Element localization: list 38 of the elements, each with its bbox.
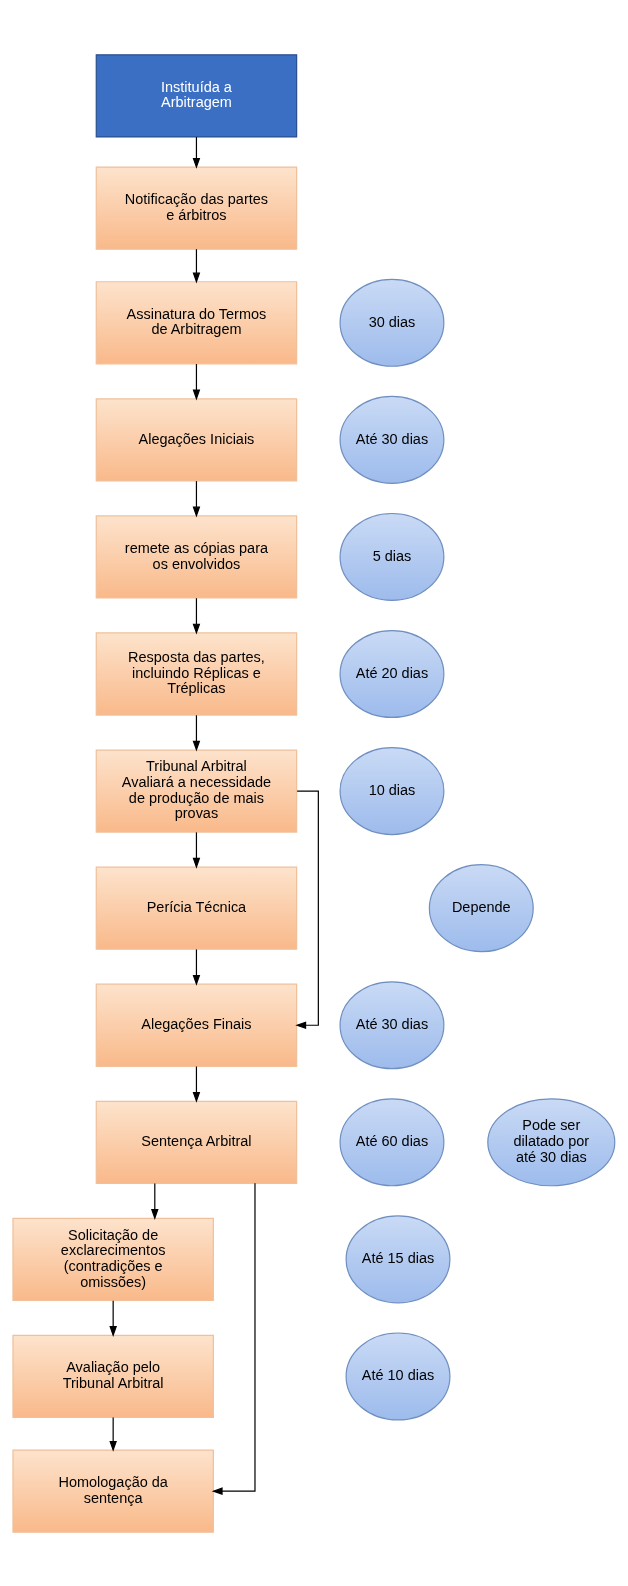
node-box: Instituída a Arbitragem [95,53,298,137]
arrow [192,248,201,283]
node-box: Avaliação pelo Tribunal Arbitral [12,1334,214,1418]
node-ellipse: Até 15 dias [345,1214,451,1303]
arrow [211,1182,256,1495]
node-ellipse: Até 30 dias [339,980,445,1069]
node-ellipse: Pode ser dilatado por até 30 dias [487,1097,616,1186]
node-ellipse: Até 10 dias [345,1331,451,1421]
arrow [109,1299,117,1337]
arrow [192,362,201,400]
arrow [295,790,319,1029]
node-box: Assinatura do Termos de Arbitragem [95,280,298,364]
node-box: Sentença Arbitral [95,1100,298,1184]
node-box: Resposta das partes, incluindo Réplicas e Tréplicas [95,631,298,716]
node-box: Alegações Finais [95,983,298,1067]
node-ellipse: Até 30 dias [339,395,445,484]
node-ellipse: Até 20 dias [339,629,445,718]
node-ellipse: 5 dias [339,512,445,601]
arrow [109,1416,117,1452]
node-box: Tribunal Arbitral Avaliará a necessidade de produção de mais provas [95,748,298,833]
node-ellipse: 10 dias [339,746,445,835]
node-box: Perícia Técnica [95,866,298,950]
arrow [151,1182,159,1220]
arrow [192,831,201,869]
node-ellipse: Depende [428,863,534,952]
node-box: Notificação das partes e árbitros [95,165,298,250]
node-ellipse: Até 60 dias [339,1097,445,1186]
arrow [192,714,201,752]
node-box: Homologação da sentença [12,1449,214,1533]
arrow [192,480,201,517]
arrow [192,948,201,986]
node-box: remete as cópias para os envolvidos [95,514,298,599]
arrow [192,1065,201,1103]
node-ellipse: 30 dias [339,278,445,367]
node-box: Solicitação de exclarecimentos (contradições e omissões) [12,1217,214,1301]
arrow [192,135,201,169]
node-box: Alegações Iniciais [95,397,298,481]
arrow [192,597,201,635]
